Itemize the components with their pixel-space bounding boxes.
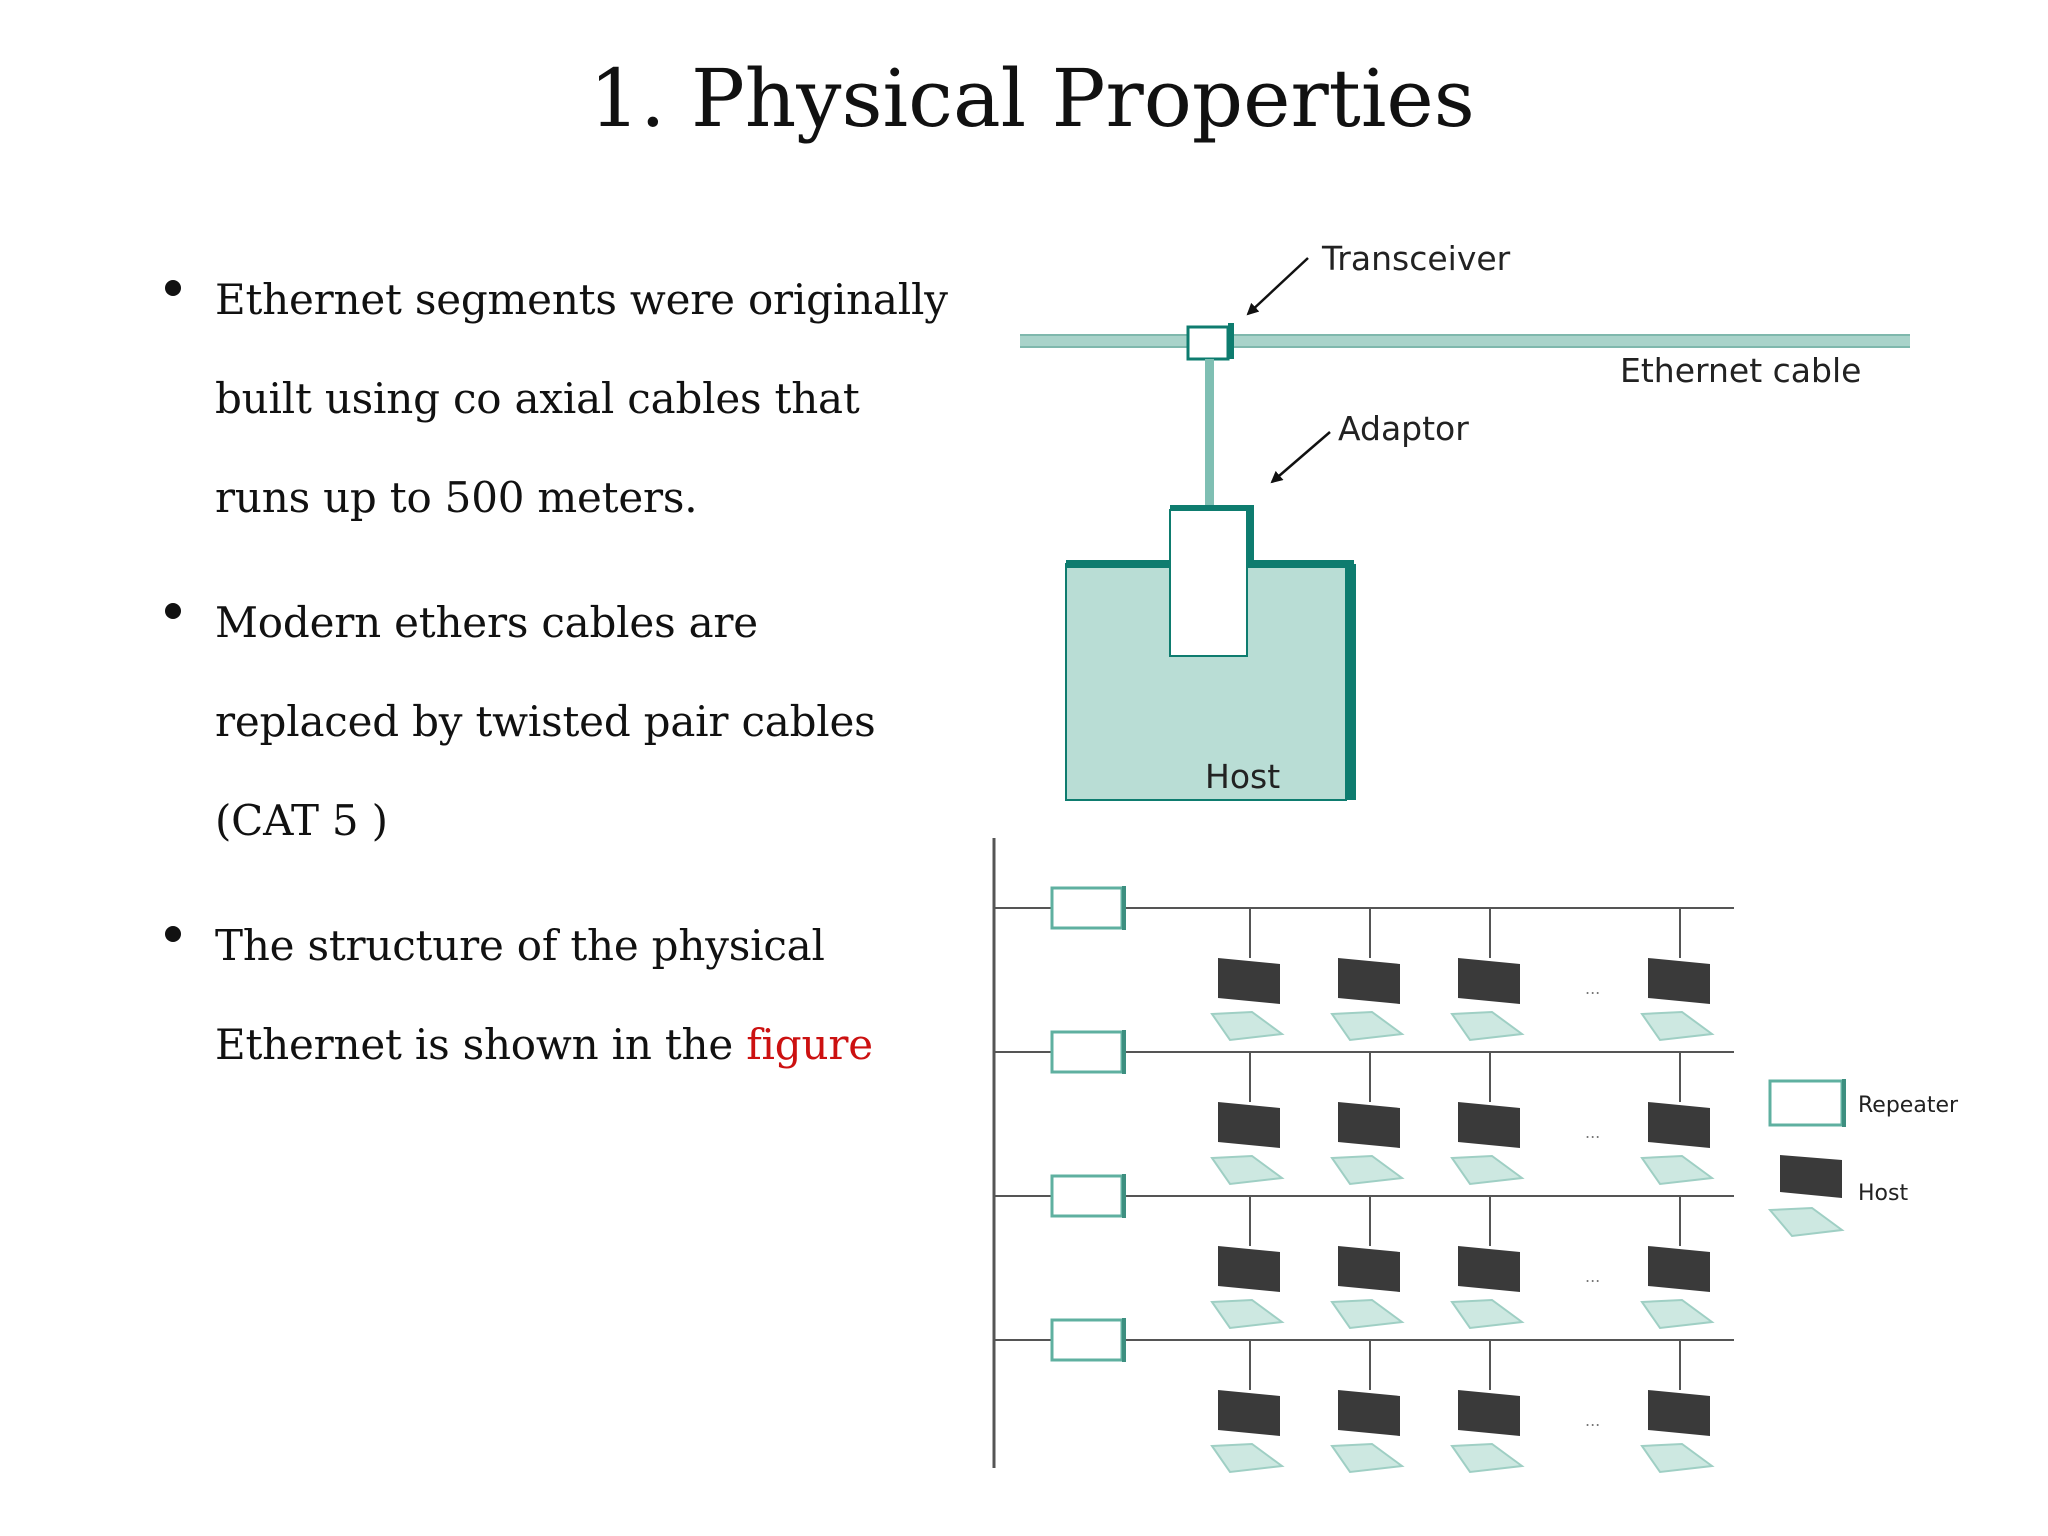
legend-repeater-label: Repeater — [1858, 1093, 1959, 1118]
page-title: 1. Physical Properties — [589, 52, 1475, 145]
host-computer-icon — [1450, 1390, 1525, 1474]
segment-row: ... — [994, 1030, 1734, 1186]
ellipsis-label: ... — [1585, 1411, 1600, 1430]
segment-row: ... — [994, 1318, 1734, 1474]
host-computer-icon — [1330, 1102, 1405, 1186]
legend-host-label: Host — [1858, 1181, 1908, 1206]
figure-highlight-link[interactable]: figure — [746, 1020, 873, 1069]
transceiver-label: Transceiver — [1321, 239, 1511, 278]
host-computer-icon — [1210, 1102, 1285, 1186]
segment-rows: ............ — [994, 886, 1734, 1474]
adaptor-arrow — [1270, 431, 1331, 484]
bullet-dot-icon — [165, 280, 181, 296]
host-computer-icon — [1330, 1246, 1405, 1330]
bullet-dot-icon — [165, 603, 181, 619]
transceiver-box — [1186, 323, 1234, 361]
bullet-list: Ethernet segments were originally built … — [160, 250, 950, 1120]
host-computer-icon — [1640, 1102, 1715, 1186]
transceiver-arrow — [1246, 257, 1309, 316]
host-computer-icon — [1210, 1246, 1285, 1330]
bullet-text: Ethernet segments were originally built … — [215, 275, 948, 522]
host-computer-icon — [1640, 1390, 1715, 1474]
bullet-text: The structure of the physical Ethernet i… — [215, 896, 950, 1094]
segment-row: ... — [994, 1174, 1734, 1330]
bullet-item: Ethernet segments were originally built … — [160, 250, 950, 547]
bullet-text-lead: The structure of the physical Ethernet i… — [215, 921, 825, 1069]
host-computer-icon — [1210, 1390, 1285, 1474]
bullet-item: The structure of the physical Ethernet i… — [160, 896, 950, 1094]
bullet-text: Modern ethers cables are replaced by twi… — [215, 598, 876, 845]
adaptor-label: Adaptor — [1338, 409, 1469, 448]
ellipsis-label: ... — [1585, 1267, 1600, 1286]
repeater-icon — [1050, 886, 1126, 930]
repeater-icon — [1050, 1174, 1126, 1218]
bullet-dot-icon — [165, 926, 181, 942]
host-computer-icon — [1450, 1246, 1525, 1330]
host-computer-icon — [1450, 1102, 1525, 1186]
host-computer-icon — [1450, 958, 1525, 1042]
ellipsis-label: ... — [1585, 979, 1600, 998]
ethernet-cable — [1020, 334, 1910, 348]
host-computer-icon — [1640, 1246, 1715, 1330]
bullet-item: Modern ethers cables are replaced by twi… — [160, 573, 950, 870]
drop-cable — [1205, 359, 1214, 509]
legend-host-icon — [1767, 1155, 1845, 1238]
host-label: Host — [1205, 757, 1280, 796]
segment-row: ... — [994, 886, 1734, 1042]
legend-repeater-icon — [1768, 1079, 1846, 1127]
repeater-icon — [1050, 1318, 1126, 1362]
host-computer-icon — [1330, 1390, 1405, 1474]
legend: Repeater Host — [1767, 1079, 1959, 1238]
ethernet-cable-label: Ethernet cable — [1620, 351, 1861, 390]
adaptor-box — [1169, 505, 1254, 657]
ellipsis-label: ... — [1585, 1123, 1600, 1142]
repeater-icon — [1050, 1030, 1126, 1074]
host-computer-icon — [1210, 958, 1285, 1042]
host-computer-icon — [1640, 958, 1715, 1042]
host-computer-icon — [1330, 958, 1405, 1042]
